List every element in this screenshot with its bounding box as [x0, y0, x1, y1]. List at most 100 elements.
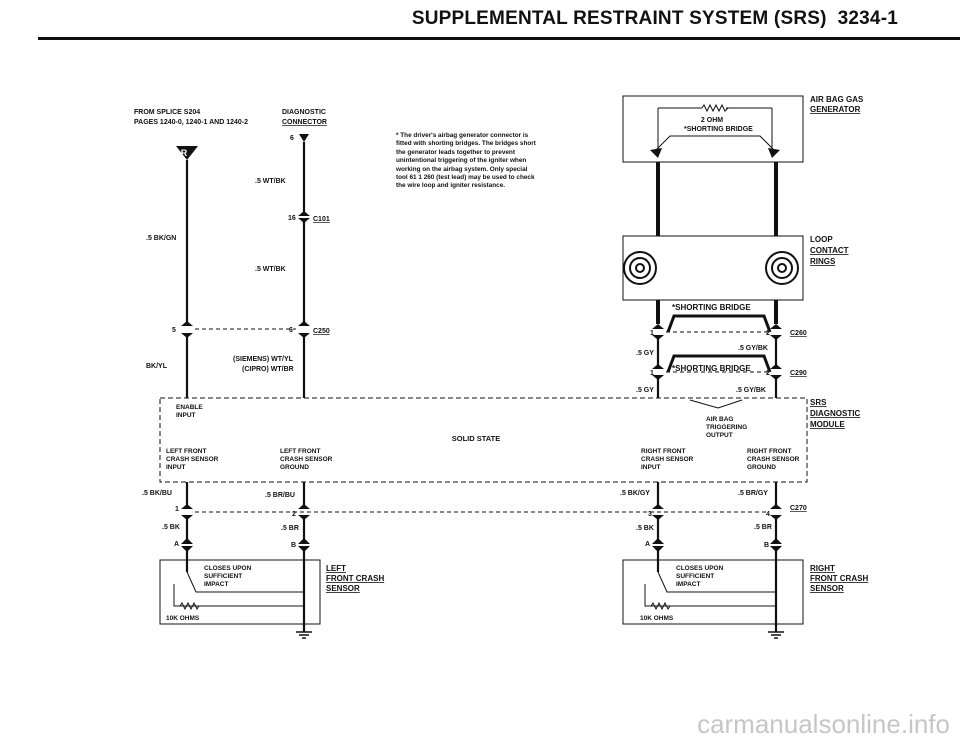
right-sensor-resistor: [644, 584, 776, 607]
module-label3: MODULE: [810, 420, 845, 429]
loop-ring-left-icon: [623, 251, 657, 285]
right-pin-b: B: [764, 542, 769, 549]
generator-label1: AIR BAG GAS: [810, 95, 864, 104]
loop-label1: LOOP: [810, 235, 833, 244]
wire-label-bk-gy: .5 BK/GY: [620, 490, 650, 497]
c250-pin-right: 6: [289, 327, 293, 334]
wire-label-br-gy: .5 BR/GY: [738, 490, 768, 497]
splice-marker-icon: [176, 146, 198, 160]
c270-pin3-icon: [652, 504, 664, 509]
left-sensor-switch: [186, 571, 304, 593]
c290-pin-left: 1: [650, 370, 654, 377]
right-sensor-text2: SUFFICIENT: [676, 573, 714, 580]
left-sensor-label3: SENSOR: [326, 584, 360, 593]
enable-line1: ENABLE: [176, 404, 203, 411]
c290-right-connector-icon: [770, 364, 782, 369]
c270-label: C270: [790, 505, 807, 512]
shorting-bridge-2-line: [666, 354, 772, 373]
c270-pin2-icon: [298, 504, 310, 509]
left-sensor-pin-b-icon-2: [298, 546, 310, 552]
generator-bridge-line: [653, 135, 777, 153]
rf-input-line3: INPUT: [641, 464, 661, 471]
c290-left-connector-icon: [652, 364, 664, 369]
header-rule: [38, 37, 960, 40]
module-label1: SRS: [810, 398, 827, 407]
wire-label-bk-left: .5 BK: [162, 524, 180, 531]
right-sensor-pin-a-icon: [652, 538, 664, 544]
left-sensor-pin-b-icon: [298, 538, 310, 544]
wire-label-gy-1: .5 GY: [636, 350, 654, 357]
diag-connector-pin-icon: [299, 134, 309, 142]
c260-left-connector-icon: [652, 324, 664, 329]
source-line1: FROM SPLICE S204: [134, 109, 200, 116]
left-sensor-text3: IMPACT: [204, 581, 228, 588]
left-pin-b: B: [291, 542, 296, 549]
diag-connector-label2: CONNECTOR: [282, 119, 327, 126]
generator-bridge-arrow-left: [650, 148, 662, 158]
c270-pin4-icon: [770, 504, 782, 509]
enable-line2: INPUT: [176, 412, 196, 419]
generator-label2: GENERATOR: [810, 105, 861, 114]
left-pin-a: A: [174, 541, 179, 548]
c270-pin-2: 2: [292, 511, 296, 518]
c290-label: C290: [790, 370, 807, 377]
c250-label: C250: [313, 328, 330, 335]
c270-pin4-icon-2: [770, 515, 782, 520]
c290-left-connector-icon-2: [652, 375, 664, 380]
shorting-bridge-1-label: *SHORTING BRIDGE: [672, 303, 751, 312]
c260-right-connector-icon: [770, 324, 782, 329]
wire-label-bk-gn: .5 BK/GN: [146, 235, 176, 242]
loop-label3: RINGS: [810, 257, 836, 266]
c101-pin: 16: [288, 215, 296, 222]
lf-ground-line3: GROUND: [280, 464, 309, 471]
module-label2: DIAGNOSTIC: [810, 409, 860, 418]
c250-pin-left: 5: [172, 327, 176, 334]
page-title: SUPPLEMENTAL RESTRAINT SYSTEM (SRS) 3234…: [412, 8, 898, 30]
right-crash-sensor-box: [622, 559, 804, 625]
generator-resistor-zigzag: [701, 103, 729, 113]
lf-ground-line2: CRASH SENSOR: [280, 456, 333, 463]
right-sensor-pin-b-icon: [770, 538, 782, 544]
trigger-output-mark: [689, 399, 743, 409]
right-sensor-label3: SENSOR: [810, 584, 844, 593]
wire-label-gy-bk-2: .5 GY/BK: [736, 387, 766, 394]
page-title-text: SUPPLEMENTAL RESTRAINT SYSTEM (SRS): [411, 8, 827, 29]
wire-label-wt-bk-2: .5 WT/BK: [255, 266, 286, 273]
left-sensor-resistor-label: 10K OHMS: [166, 615, 200, 622]
generator-bridge-label: *SHORTING BRIDGE: [684, 126, 753, 133]
left-crash-sensor-box: [159, 559, 321, 625]
left-sensor-text1: CLOSES UPON: [204, 565, 252, 572]
left-sensor-resistor: [173, 584, 304, 607]
left-sensor-label2: FRONT CRASH: [326, 574, 384, 583]
trigger-line2: TRIGGERING: [706, 424, 747, 431]
lf-input-line3: INPUT: [166, 464, 186, 471]
c260-pin-right: 2: [766, 330, 770, 337]
right-sensor-pin-a-icon-2: [652, 546, 664, 552]
loop-label2: CONTACT: [810, 246, 849, 255]
diag-connector-label1: DIAGNOSTIC: [282, 109, 326, 116]
wire-label-bk-bu: .5 BK/BU: [142, 490, 172, 497]
c260-left-connector-icon-2: [652, 335, 664, 340]
generator-bridge-arrow-right: [768, 148, 780, 158]
wire-label-gy-2: .5 GY: [636, 387, 654, 394]
c101-label: C101: [313, 216, 330, 223]
c290-pin-right: 2: [766, 370, 770, 377]
c270-pin-1: 1: [175, 506, 179, 513]
right-sensor-resistor-zigzag: [650, 601, 671, 611]
diag-connector-pin: 6: [290, 135, 294, 142]
shorting-bridge-note: * The driver's airbag generator connecto…: [396, 132, 538, 191]
c260-pin-left: 1: [650, 330, 654, 337]
c250-right-connector-icon: [298, 321, 310, 326]
generator-bridge-text: SHORTING BRIDGE: [687, 126, 753, 133]
shorting-bridge-2-text: SHORTING BRIDGE: [675, 364, 751, 373]
right-sensor-resistor-label: 10K OHMS: [640, 615, 674, 622]
wire-label-wt-bk-1: .5 WT/BK: [255, 178, 286, 185]
c250-left-connector-icon-2: [181, 333, 193, 338]
left-sensor-resistor-zigzag: [179, 601, 200, 611]
splice-marker-letter: R: [181, 148, 188, 158]
left-sensor-text2: SUFFICIENT: [204, 573, 242, 580]
shorting-bridge-2-label: *SHORTING BRIDGE: [672, 364, 751, 373]
srs-module-box: [159, 397, 808, 483]
generator-resistance: 2 OHM: [701, 117, 723, 124]
